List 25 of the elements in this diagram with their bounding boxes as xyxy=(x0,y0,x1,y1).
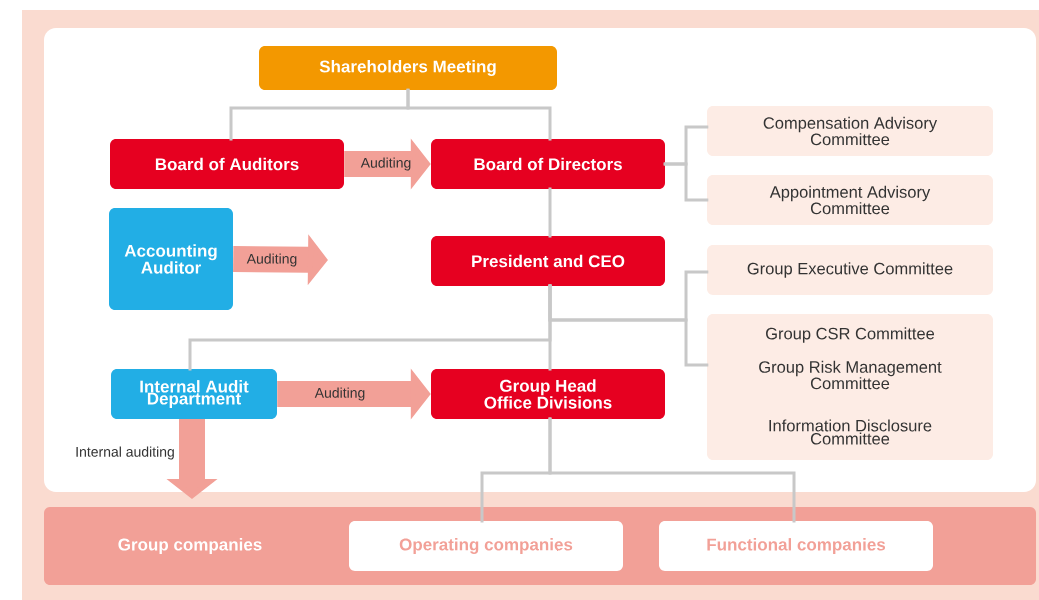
connector-line xyxy=(548,187,552,238)
committee-name: Group CSR Committee xyxy=(766,327,935,343)
org-box: President and CEO xyxy=(431,236,665,286)
committee-box: Group Executive Committee xyxy=(707,245,993,295)
connector-line xyxy=(548,417,796,523)
edge-label: Internal auditing xyxy=(74,445,176,461)
committee-box: Appointment Advisory Committee xyxy=(707,175,993,225)
edge-label: Auditing xyxy=(313,386,367,402)
edge-label: Auditing xyxy=(245,252,299,268)
committee-name: Group Risk Management Committee xyxy=(759,360,942,390)
edge-label: Auditing xyxy=(359,156,413,172)
connector-line xyxy=(406,88,552,141)
band-label: Group companies xyxy=(118,538,262,554)
connector-line xyxy=(663,162,709,202)
company-box: Functional companies xyxy=(659,521,933,571)
committee-box: Compensation Advisory Committee xyxy=(707,106,993,156)
company-box: Operating companies xyxy=(349,521,623,571)
org-box: Shareholders Meeting xyxy=(259,46,557,90)
org-box: Group Head Office Divisions xyxy=(431,369,665,419)
connector-line xyxy=(548,284,552,371)
org-box: Board of Directors xyxy=(431,139,665,189)
auditor-box: Accounting Auditor xyxy=(109,208,233,310)
department-box: Internal Audit Department xyxy=(111,369,277,419)
org-box: Board of Auditors xyxy=(110,139,344,189)
committee-name: Information Disclosure Committee xyxy=(769,419,932,445)
